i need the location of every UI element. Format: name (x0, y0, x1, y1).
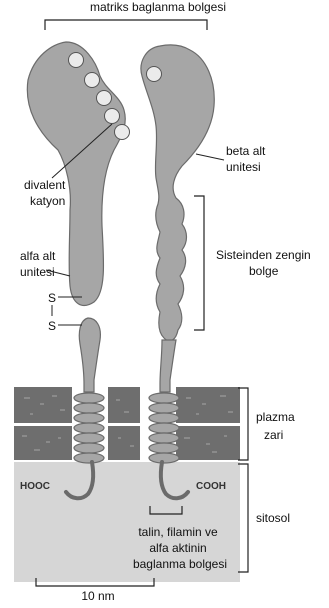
alfa-label-2: unitesi (20, 265, 55, 279)
beta-helix (149, 393, 179, 463)
talin-label-2: alfa aktinin (149, 541, 206, 555)
plasma-membrane (14, 387, 240, 460)
s-label-bottom: S (48, 319, 56, 333)
cytosol-label: sitosol (256, 511, 290, 525)
membrane-block (176, 387, 240, 423)
beta-head (141, 45, 214, 341)
cooh-label: COOH (196, 481, 226, 492)
membrane-label-1: plazma (256, 410, 295, 424)
cysteine-label-1: Sisteinden zengin (216, 248, 311, 262)
divalent-cation (105, 109, 120, 124)
beta-label-2: unitesi (226, 160, 261, 174)
divalent-cation (115, 125, 130, 140)
beta-stalk (160, 340, 176, 392)
hooc-label: HOOC (20, 481, 50, 492)
scale-label: 10 nm (81, 589, 114, 603)
divalent-cation (69, 53, 84, 68)
divalent-cation (147, 67, 162, 82)
membrane-block (14, 426, 72, 460)
divalent-cation (85, 73, 100, 88)
alpha-helix (74, 393, 104, 463)
top-label: matriks baglanma bolgesi (90, 0, 226, 14)
divalent-label-1: divalent (24, 178, 66, 192)
beta-label-1: beta alt (226, 144, 266, 158)
top-bracket (45, 20, 207, 30)
divalent-cation (97, 91, 112, 106)
talin-label-3: baglanma bolgesi (133, 557, 227, 571)
s-label-top: S (48, 291, 56, 305)
cysteine-bracket (194, 196, 204, 330)
divalent-label-2: katyon (30, 194, 65, 208)
cysteine-label-2: bolge (249, 264, 279, 278)
alfa-label-1: alfa alt (20, 249, 56, 263)
talin-label-1: talin, filamin ve (138, 525, 218, 539)
membrane-block (14, 387, 72, 423)
alpha-stalk (79, 318, 100, 392)
membrane-label-2: zari (264, 428, 283, 442)
membrane-block (108, 387, 140, 423)
membrane-block (176, 426, 240, 460)
beta-pointer (196, 154, 224, 160)
membrane-block (108, 426, 140, 460)
